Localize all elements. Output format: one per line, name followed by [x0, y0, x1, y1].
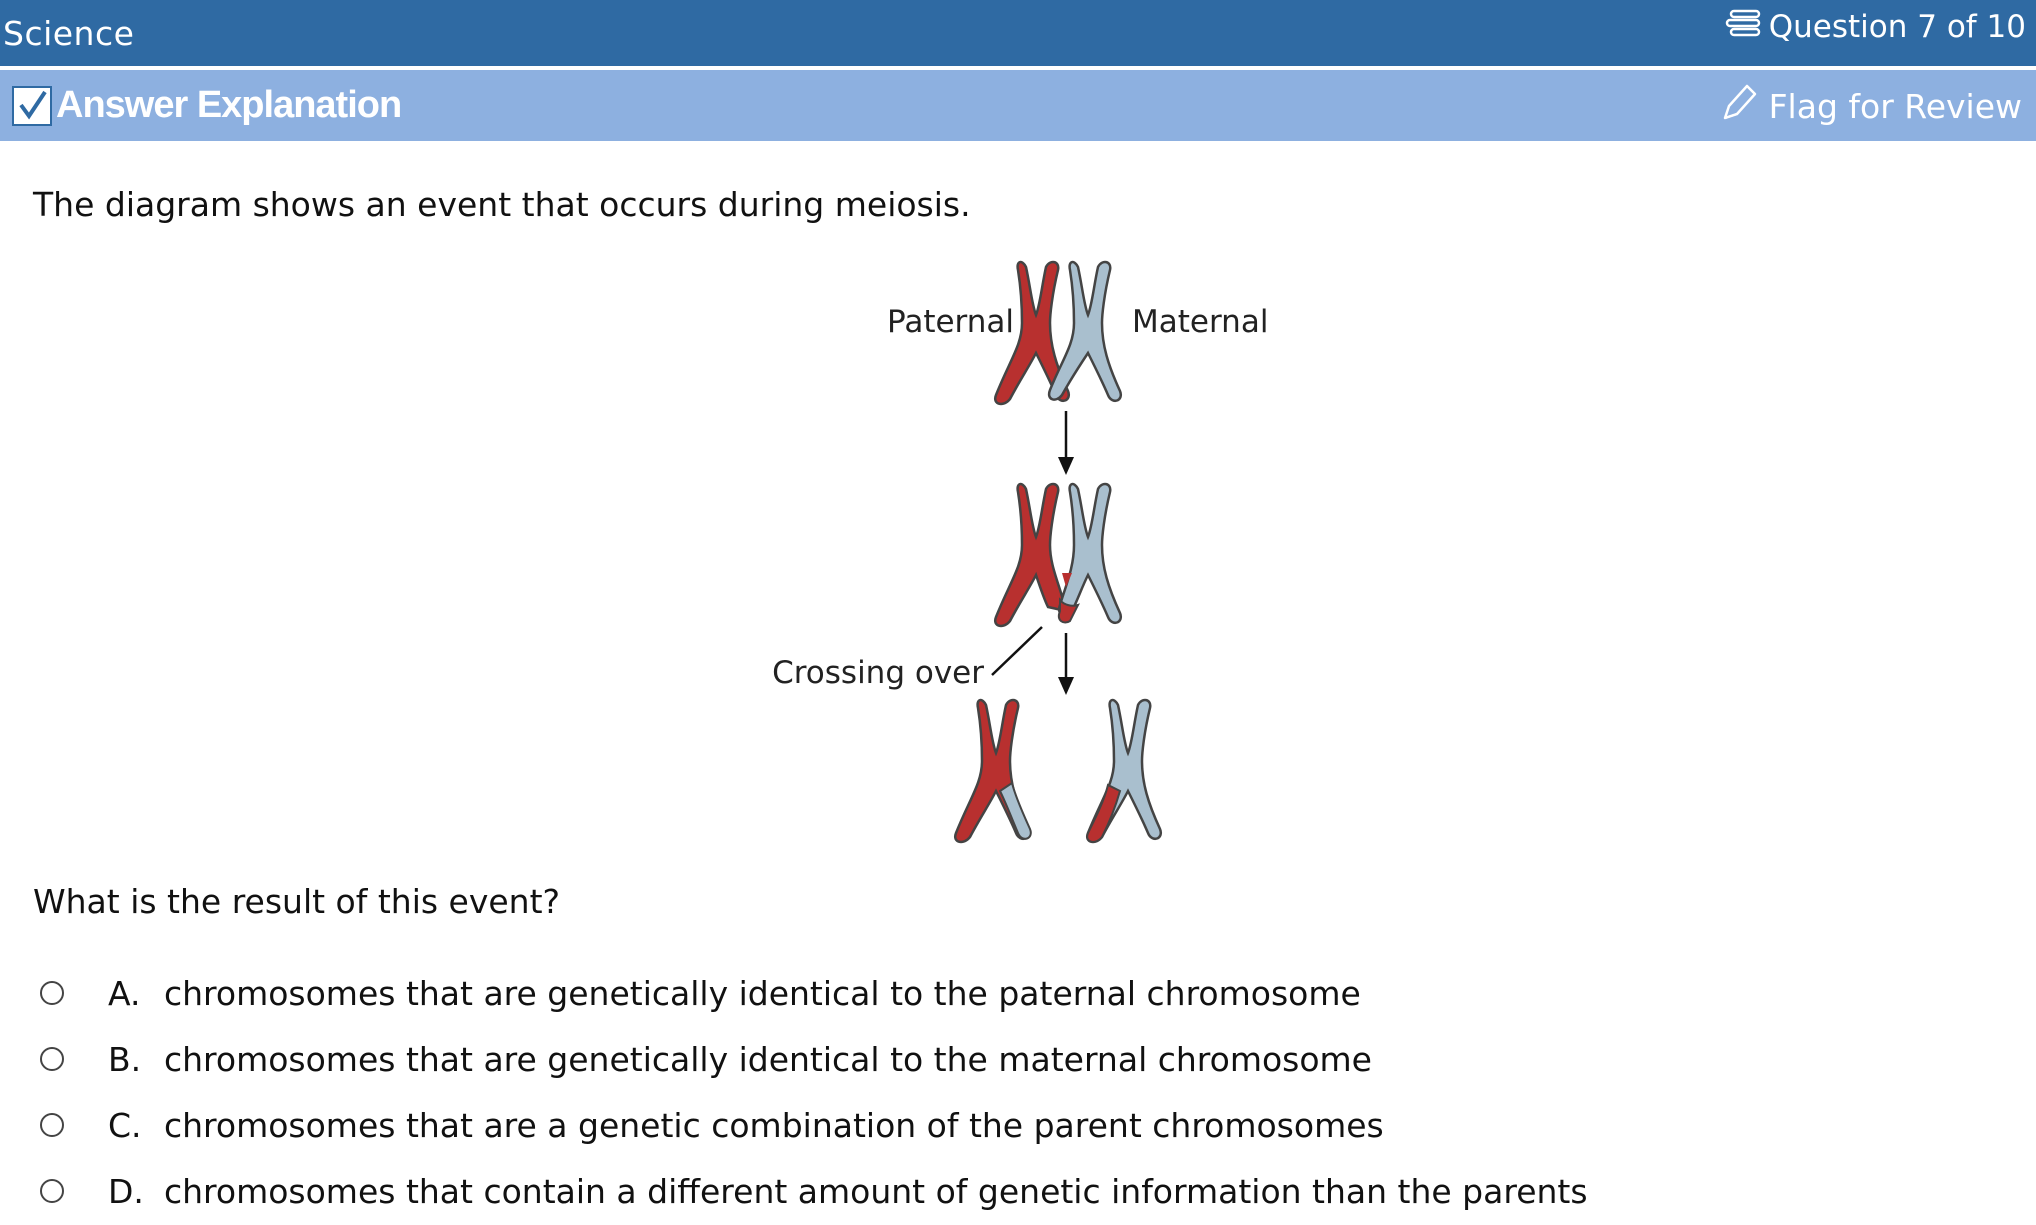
- question-stem: The diagram shows an event that occurs d…: [33, 185, 971, 224]
- top-bar: Science Question 7 of 10: [0, 0, 2036, 66]
- choice-text: chromosomes that are genetically identic…: [164, 973, 1361, 1013]
- stack-icon: [1725, 8, 1763, 46]
- choice-letter: C.: [108, 1105, 142, 1145]
- radio-button[interactable]: [40, 1113, 64, 1137]
- header-divider: [0, 66, 2036, 70]
- subject-label: Science: [3, 14, 135, 53]
- radio-button[interactable]: [40, 981, 64, 1005]
- arrow-down-icon: [1058, 411, 1074, 475]
- choice-c[interactable]: C. chromosomes that are a genetic combin…: [40, 1100, 1384, 1150]
- choice-text: chromosomes that are a genetic combinati…: [164, 1105, 1384, 1145]
- flag-for-review-button[interactable]: Flag for Review: [1721, 82, 2022, 130]
- choice-text: chromosomes that are genetically identic…: [164, 1039, 1372, 1079]
- checkbox-icon: [12, 85, 52, 126]
- arrow-down-icon: [1058, 633, 1074, 695]
- question-prompt: What is the result of this event?: [33, 882, 561, 921]
- radio-button[interactable]: [40, 1179, 64, 1203]
- recombinant-chromosome-maternal: [1085, 698, 1163, 844]
- maternal-label: Maternal: [1132, 304, 1268, 340]
- radio-button[interactable]: [40, 1047, 64, 1071]
- explanation-bar: Answer Explanation Flag for Review: [0, 70, 2036, 141]
- crossing-over-pointer: [991, 626, 1043, 676]
- answer-explanation-label: Answer Explanation: [56, 84, 402, 126]
- question-counter-text: Question 7 of 10: [1768, 9, 2026, 45]
- maternal-chromosome-top: [1047, 260, 1123, 403]
- flag-for-review-label: Flag for Review: [1768, 86, 2022, 126]
- paternal-label: Paternal: [887, 304, 1014, 340]
- question-counter: Question 7 of 10: [1725, 8, 2026, 46]
- choice-d[interactable]: D. chromosomes that contain a different …: [40, 1166, 1588, 1216]
- choice-text: chromosomes that contain a different amo…: [164, 1171, 1588, 1211]
- choice-b[interactable]: B. chromosomes that are genetically iden…: [40, 1034, 1372, 1084]
- answer-explanation-title: Answer Explanation: [12, 84, 402, 127]
- paternal-chromosome-crossing: [993, 482, 1068, 628]
- maternal-chromosome-crossing: [1057, 482, 1123, 625]
- choice-letter: D.: [108, 1171, 144, 1211]
- recombinant-chromosome-paternal: [953, 698, 1032, 844]
- paternal-chromosome-top: [993, 260, 1071, 406]
- crossing-over-label: Crossing over: [772, 655, 984, 691]
- choice-a[interactable]: A. chromosomes that are genetically iden…: [40, 968, 1361, 1018]
- pencil-icon: [1721, 82, 1759, 130]
- meiosis-diagram: Paternal Maternal Crossing over: [760, 255, 1300, 859]
- choice-letter: A.: [108, 973, 141, 1013]
- choice-letter: B.: [108, 1039, 142, 1079]
